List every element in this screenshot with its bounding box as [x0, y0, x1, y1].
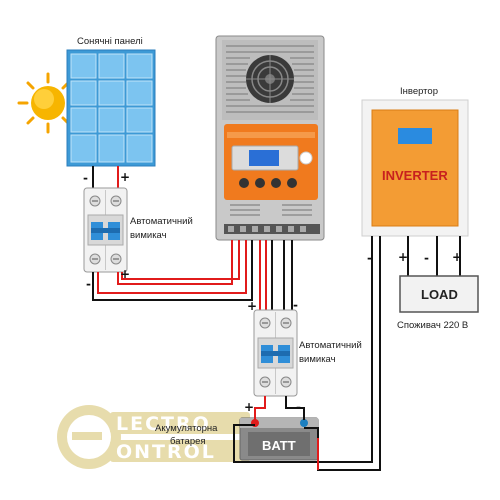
inverter: INVERTER — [361, 99, 469, 237]
top-breaker-label-line1: Автоматичний — [130, 216, 193, 227]
breaker-to-battery-positive — [254, 396, 266, 420]
load-box: LOAD — [399, 275, 479, 313]
electrocontrol-watermark: LECTRO ONTROL — [57, 405, 250, 469]
load-minus-sign: - — [424, 251, 429, 265]
bottom-breaker-label-line2: вимикач — [299, 354, 336, 365]
panel-plus-sign: + — [120, 170, 130, 184]
pv-negative-wire-to-controller — [92, 240, 253, 301]
pv-positive-wire-to-controller — [117, 240, 233, 285]
top-breaker — [83, 187, 128, 273]
pv-negative-wire-outer — [97, 240, 247, 294]
inverter-text: INVERTER — [382, 168, 448, 183]
charge-controller — [215, 35, 325, 241]
pv-positive-wire-inner — [121, 240, 240, 280]
watermark-text-top: LECTRO — [116, 413, 211, 435]
breaker-top-minus-sign: - — [86, 277, 91, 291]
load-plus-sign: + — [452, 250, 462, 264]
battery-label: BATT — [262, 438, 296, 453]
battery-caption-line2: батарея — [170, 436, 206, 447]
battery-minus-sign: - — [296, 400, 301, 414]
top-breaker-label-line2: вимикач — [130, 230, 167, 241]
consumer-label: Споживач 220 В — [397, 320, 468, 331]
bottom-breaker — [253, 309, 298, 397]
inverter-title: Інвертор — [400, 86, 438, 97]
battery-plus-sign: + — [244, 400, 254, 414]
solar-panel — [66, 49, 156, 167]
watermark-text-bottom: ONTROL — [116, 441, 216, 463]
fan-grill-icon — [246, 55, 294, 103]
load-label: LOAD — [421, 287, 458, 302]
solar-panels-label: Сонячні панелі — [77, 36, 143, 47]
inverter-negative-wire — [233, 236, 373, 463]
panel-minus-sign: - — [83, 171, 88, 185]
breaker-to-battery-negative — [285, 396, 305, 420]
inverter-plus-sign: + — [398, 250, 408, 264]
breaker-bottom-plus-sign: + — [247, 299, 257, 313]
inverter-screen-icon — [398, 128, 432, 144]
screen-icon — [249, 150, 279, 166]
battery-caption-line1: Акумуляторна — [155, 423, 218, 434]
breaker-bottom-minus-sign: - — [293, 298, 298, 312]
breaker-top-plus-sign: + — [120, 267, 130, 281]
inverter-minus-sign: - — [367, 251, 372, 265]
bottom-breaker-label-line1: Автоматичний — [299, 340, 362, 351]
sun-icon — [17, 72, 79, 134]
